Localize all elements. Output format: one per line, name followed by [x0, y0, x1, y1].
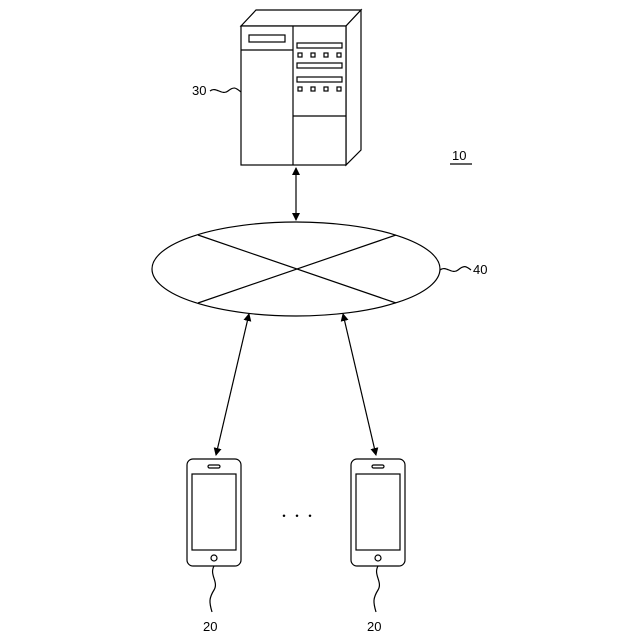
network-leader-line: [440, 267, 471, 272]
network-label: 40: [473, 262, 487, 277]
terminal-right-label: 20: [367, 619, 381, 634]
system-label: 10: [452, 148, 466, 163]
network-terminal-left-arrow: [216, 314, 249, 455]
ellipsis-text: ・・・: [278, 509, 317, 523]
terminal-right-leader-line: [374, 566, 379, 612]
network-terminal-right-arrow: [343, 314, 376, 455]
smartphone-icon: [351, 459, 405, 566]
server-icon: [241, 10, 361, 165]
terminal-left-leader-line: [210, 566, 215, 612]
server-leader-line: [210, 88, 241, 92]
network-icon: [152, 222, 440, 316]
terminal-left-label: 20: [203, 619, 217, 634]
server-label: 30: [192, 83, 206, 98]
smartphone-icon: [187, 459, 241, 566]
